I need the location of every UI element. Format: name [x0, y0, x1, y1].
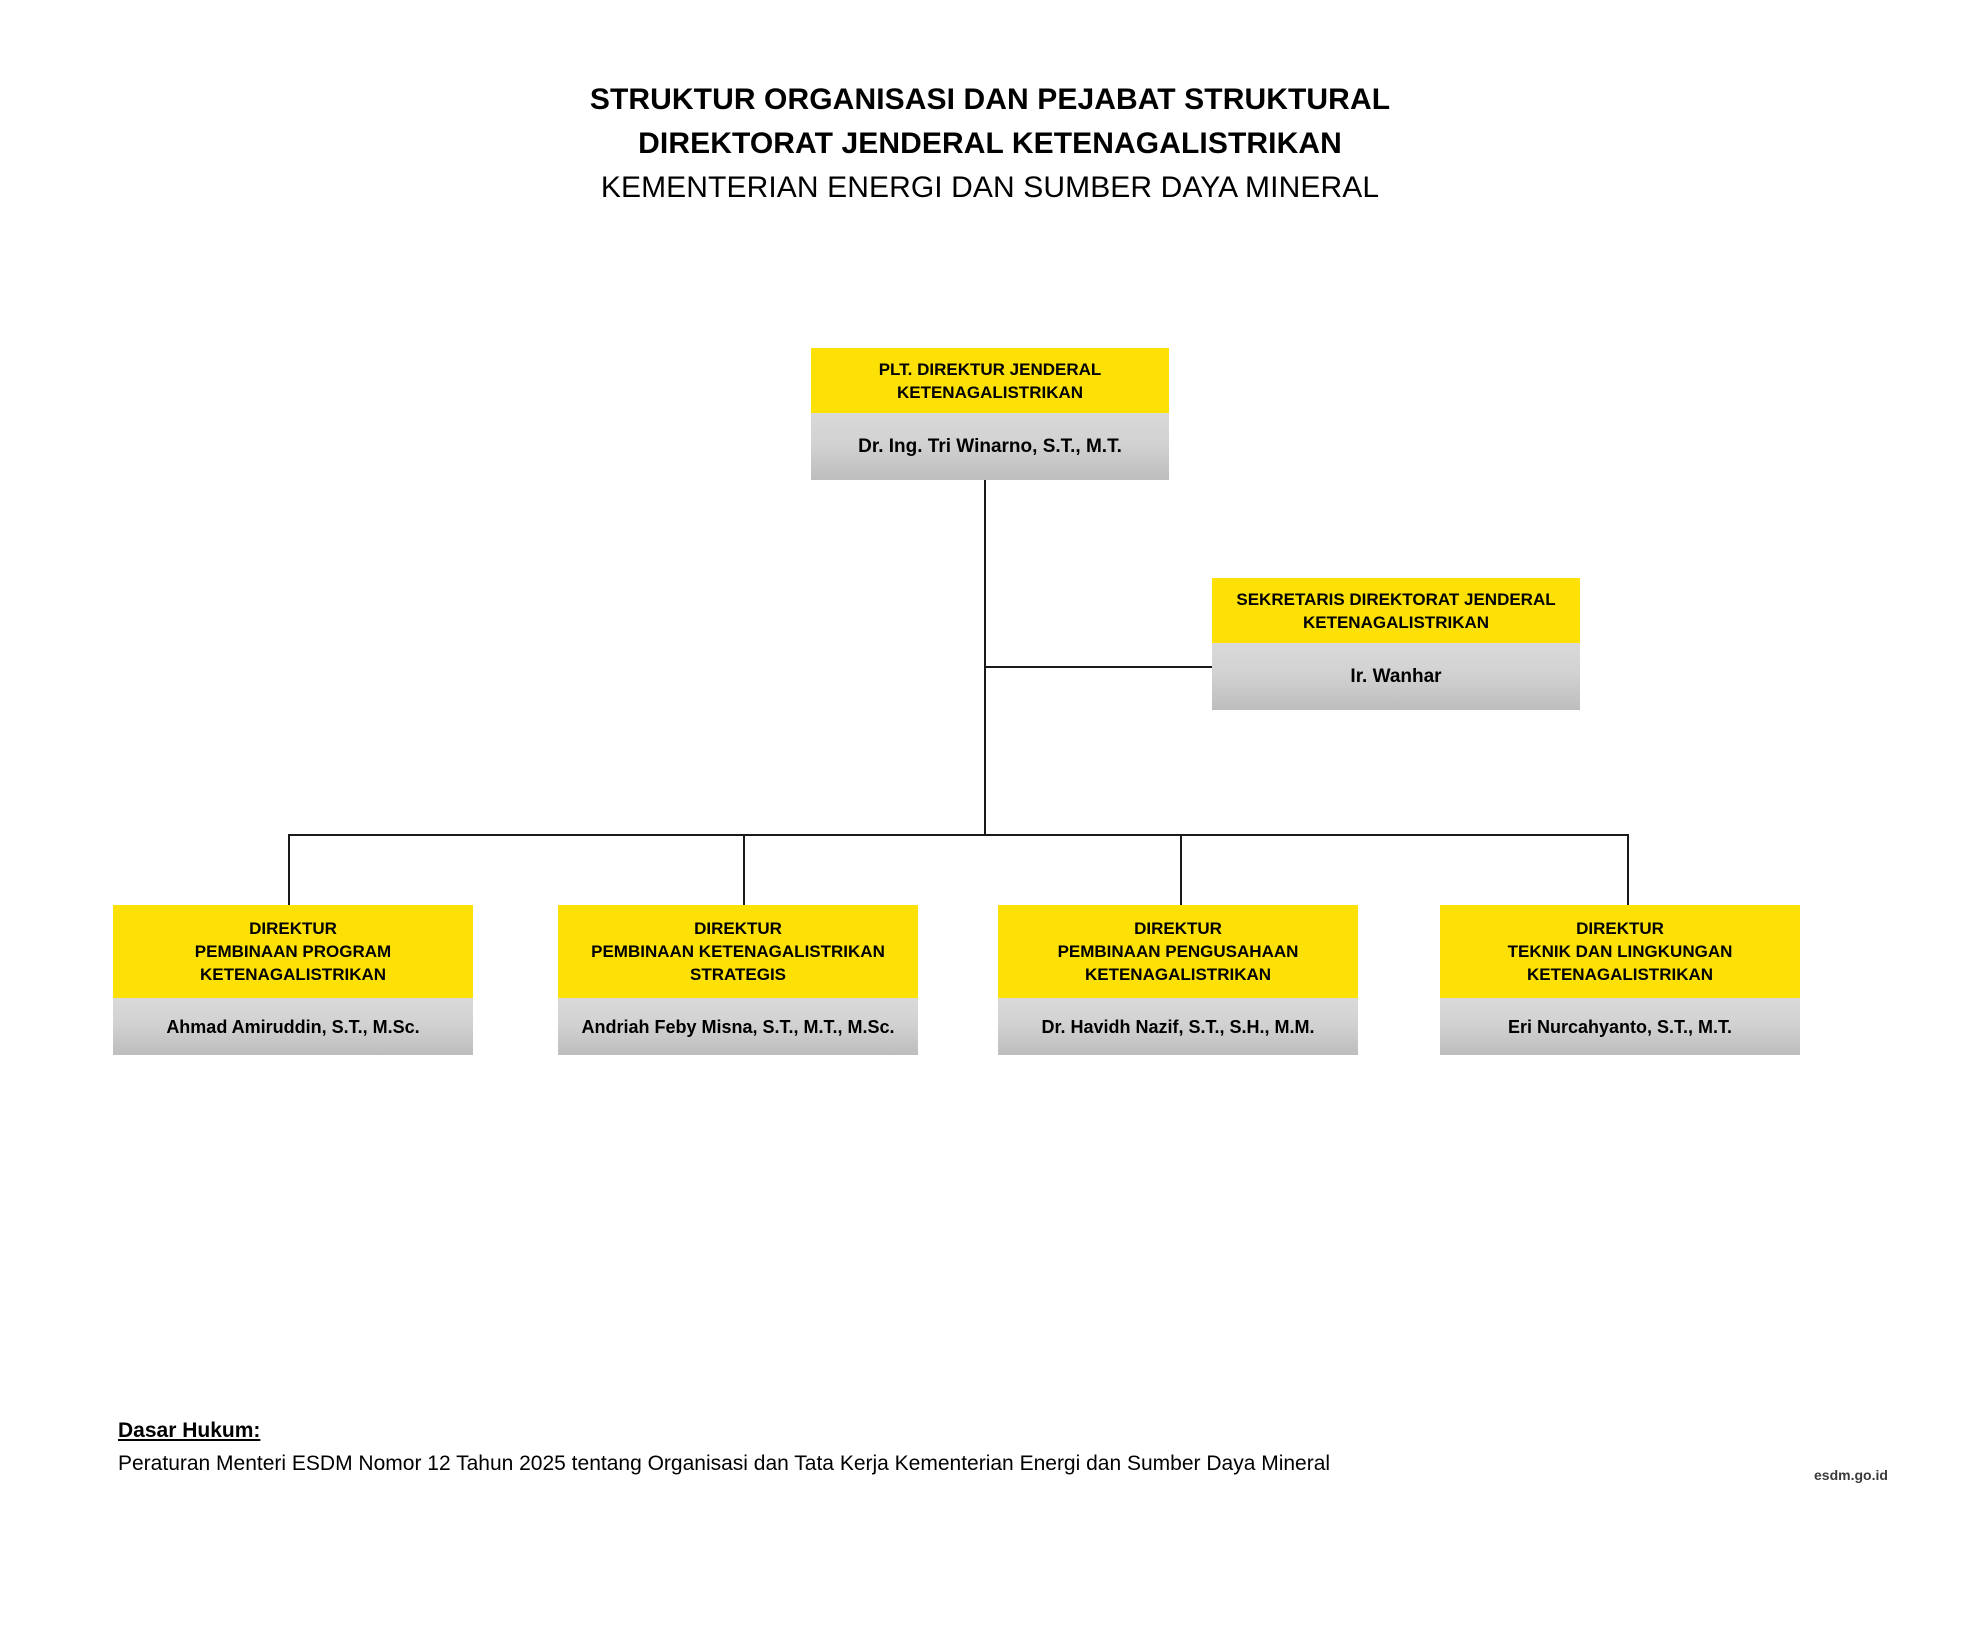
footer-label: Dasar Hukum: — [118, 1419, 261, 1442]
node-direktur-4-position: DIREKTUR TEKNIK DAN LINGKUNGAN KETENAGAL… — [1440, 905, 1800, 998]
position-line-3: STRATEGIS — [689, 965, 787, 984]
node-direktur-3-position: DIREKTUR PEMBINAAN PENGUSAHAAN KETENAGAL… — [998, 905, 1358, 998]
node-direktur-pembinaan-pengusahaan: DIREKTUR PEMBINAAN PENGUSAHAAN KETENAGAL… — [998, 905, 1358, 1055]
node-direktur-jenderal-position: PLT. DIREKTUR JENDERAL KETENAGALISTRIKAN — [811, 348, 1169, 413]
node-direktur-1-position: DIREKTUR PEMBINAAN PROGRAM KETENAGALISTR… — [113, 905, 473, 998]
position-line-2: PEMBINAAN KETENAGALISTRIKAN — [591, 942, 885, 961]
connector-bus-directors — [288, 834, 1629, 836]
position-line-3: KETENAGALISTRIKAN — [1526, 965, 1714, 984]
footer-legal-basis: Peraturan Menteri ESDM Nomor 12 Tahun 20… — [118, 1452, 1331, 1475]
node-direktur-3-name: Dr. Havidh Nazif, S.T., S.H., M.M. — [998, 998, 1358, 1055]
connector-leg-director-2 — [743, 834, 745, 905]
position-line-1: PLT. DIREKTUR JENDERAL — [878, 359, 1102, 379]
position-line-2: KETENAGALISTRIKAN — [1302, 612, 1490, 632]
position-line-2: TEKNIK DAN LINGKUNGAN — [1507, 942, 1733, 961]
connector-trunk-main — [984, 415, 986, 835]
node-direktur-jenderal: PLT. DIREKTUR JENDERAL KETENAGALISTRIKAN… — [811, 348, 1169, 480]
node-direktur-4-name: Eri Nurcahyanto, S.T., M.T. — [1440, 998, 1800, 1055]
connector-branch-sekretaris — [984, 666, 1214, 668]
position-line-2: PEMBINAAN PROGRAM — [194, 942, 392, 961]
position-line-1: DIREKTUR — [694, 919, 782, 938]
page-title: STRUKTUR ORGANISASI DAN PEJABAT STRUKTUR… — [0, 78, 1980, 210]
title-line-2: DIREKTORAT JENDERAL KETENAGALISTRIKAN — [638, 127, 1342, 160]
title-line-3: KEMENTERIAN ENERGI DAN SUMBER DAYA MINER… — [600, 171, 1380, 204]
node-direktur-1-name: Ahmad Amiruddin, S.T., M.Sc. — [113, 998, 473, 1055]
position-line-3: KETENAGALISTRIKAN — [199, 965, 387, 984]
node-direktur-teknik-dan-lingkungan: DIREKTUR TEKNIK DAN LINGKUNGAN KETENAGAL… — [1440, 905, 1800, 1055]
node-sekretaris-direktorat-jenderal: SEKRETARIS DIREKTORAT JENDERAL KETENAGAL… — [1212, 578, 1580, 710]
connector-leg-director-3 — [1180, 834, 1182, 905]
connector-leg-director-1 — [288, 834, 290, 905]
node-direktur-2-name: Andriah Feby Misna, S.T., M.T., M.Sc. — [558, 998, 918, 1055]
position-line-2: KETENAGALISTRIKAN — [896, 382, 1084, 402]
node-direktur-jenderal-name: Dr. Ing. Tri Winarno, S.T., M.T. — [811, 413, 1169, 480]
title-line-1: STRUKTUR ORGANISASI DAN PEJABAT STRUKTUR… — [589, 83, 1391, 116]
node-sekretaris-position: SEKRETARIS DIREKTORAT JENDERAL KETENAGAL… — [1212, 578, 1580, 643]
position-line-1: SEKRETARIS DIREKTORAT JENDERAL — [1236, 589, 1556, 609]
node-direktur-2-position: DIREKTUR PEMBINAAN KETENAGALISTRIKAN STR… — [558, 905, 918, 998]
position-line-3: KETENAGALISTRIKAN — [1084, 965, 1272, 984]
connector-leg-director-4 — [1627, 834, 1629, 905]
watermark-esdm: esdm.go.id — [1814, 1467, 1888, 1483]
footer: Dasar Hukum: Peraturan Menteri ESDM Nomo… — [118, 1416, 1618, 1480]
position-line-1: DIREKTUR — [1134, 919, 1222, 938]
node-direktur-pembinaan-program: DIREKTUR PEMBINAAN PROGRAM KETENAGALISTR… — [113, 905, 473, 1055]
node-sekretaris-name: Ir. Wanhar — [1212, 643, 1580, 710]
position-line-1: DIREKTUR — [249, 919, 337, 938]
node-direktur-pembinaan-ketenagalistrikan-strategis: DIREKTUR PEMBINAAN KETENAGALISTRIKAN STR… — [558, 905, 918, 1055]
position-line-1: DIREKTUR — [1576, 919, 1664, 938]
position-line-2: PEMBINAAN PENGUSAHAAN — [1057, 942, 1299, 961]
